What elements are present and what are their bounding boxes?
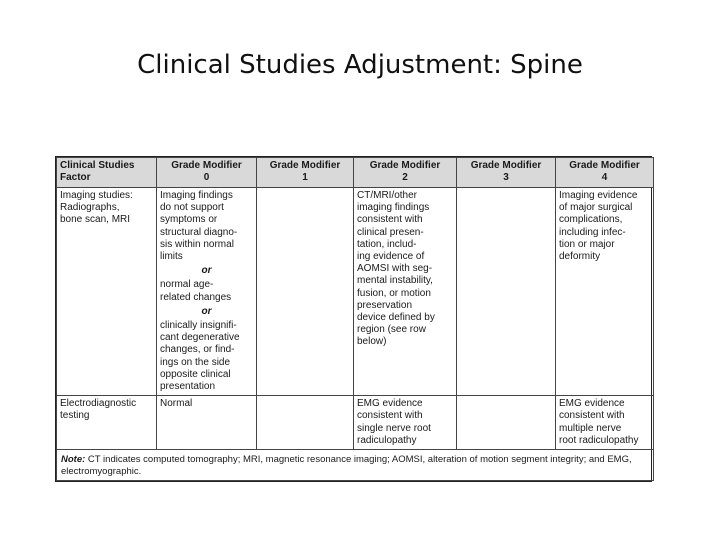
header-row: Clinical Studies Factor Grade Modifier 0… (56, 157, 654, 188)
cell-imaging-gm3 (456, 186, 556, 397)
table-row-imaging: Imaging studies: Radiographs, bone scan,… (56, 186, 654, 397)
or-label-2: or (201, 305, 212, 317)
cell-imaging-gm4: Imaging evidence of major surgical compl… (555, 186, 654, 397)
cell-electro-gm1 (256, 395, 354, 451)
cell-factor-electrodiagnostic: Electrodiagnostic testing (56, 395, 157, 451)
note-row: Note: CT indicates computed tomography; … (56, 449, 654, 482)
note-text: CT indicates computed tomography; MRI, m… (61, 454, 632, 477)
table-note: Note: CT indicates computed tomography; … (56, 449, 654, 482)
header-grade-3: Grade Modifier 3 (456, 157, 556, 188)
cell-electro-gm0: Normal (156, 395, 257, 451)
or-label-1: or (201, 265, 212, 277)
cell-imaging-gm0: Imaging findings do not support symptoms… (156, 186, 257, 397)
clinical-studies-table: Clinical Studies Factor Grade Modifier 0… (55, 156, 654, 483)
header-grade-1: Grade Modifier 1 (256, 157, 354, 188)
cell-electro-gm2: EMG evidence consistent with single nerv… (353, 395, 457, 451)
table-row-electrodiagnostic: Electrodiagnostic testing Normal EMG evi… (56, 395, 654, 451)
imaging-gm0-part-3: clinically insignifi- cant degenerative … (160, 320, 240, 393)
cell-electro-gm3 (456, 395, 556, 451)
cell-imaging-gm2: CT/MRI/other imaging findings consistent… (353, 186, 457, 397)
note-label: Note: (61, 454, 86, 466)
slide-title: Clinical Studies Adjustment: Spine (137, 50, 583, 80)
header-grade-4: Grade Modifier 4 (555, 157, 654, 188)
imaging-gm0-part-1: Imaging findings do not support symptoms… (160, 190, 238, 263)
cell-imaging-gm1 (256, 186, 354, 397)
cell-electro-gm4: EMG evidence consistent with multiple ne… (555, 395, 654, 451)
header-grade-0: Grade Modifier 0 (156, 157, 257, 188)
imaging-gm0-part-2: normal age- related changes (160, 279, 232, 303)
table: Clinical Studies Factor Grade Modifier 0… (56, 157, 654, 482)
header-factor: Clinical Studies Factor (56, 157, 157, 188)
cell-factor-imaging: Imaging studies: Radiographs, bone scan,… (56, 186, 157, 397)
header-grade-2: Grade Modifier 2 (353, 157, 457, 188)
